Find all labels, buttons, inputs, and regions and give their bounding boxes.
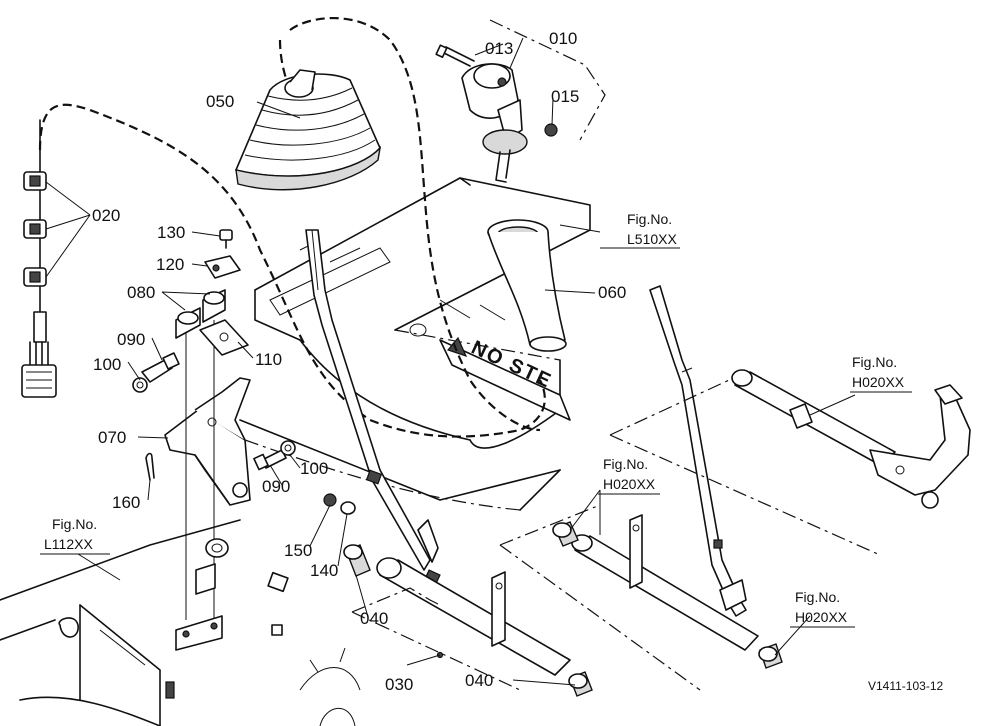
frame-l112 — [0, 519, 289, 726]
nut-100-lower — [280, 440, 296, 456]
label-100-lower: 100 — [300, 459, 328, 478]
harness-connector — [21, 311, 57, 398]
part-labels: 010 013 015 020 030 040 040 050 060 070 … — [92, 29, 626, 694]
label-140: 140 — [310, 561, 338, 580]
bolt-013 — [435, 44, 475, 67]
lever-guide — [487, 219, 567, 352]
mounting-bracket — [164, 377, 251, 506]
fig-ref-h020-top-prefix: Fig.No. — [852, 354, 897, 370]
label-013: 013 — [485, 39, 513, 58]
shift-boot — [235, 69, 382, 191]
fig-ref-h020-bottom-code: H020XX — [795, 609, 848, 625]
fig-ref-l112: Fig.No. L112XX — [40, 516, 110, 555]
gear-hint — [299, 647, 361, 726]
label-090-lower: 090 — [262, 477, 290, 496]
label-070: 070 — [98, 428, 126, 447]
label-060: 060 — [598, 283, 626, 302]
fig-ref-h020-mid: Fig.No. H020XX — [598, 456, 660, 495]
label-040-upper: 040 — [360, 609, 388, 628]
fig-ref-h020-top: Fig.No. H020XX — [850, 354, 912, 393]
label-080: 080 — [127, 283, 155, 302]
label-160: 160 — [112, 493, 140, 512]
shift-knob-assembly — [461, 63, 528, 183]
fig-ref-l112-prefix: Fig.No. — [52, 516, 97, 532]
fig-ref-h020-mid-code: H020XX — [603, 476, 656, 492]
nut-150 — [323, 493, 337, 507]
nut-015 — [544, 123, 558, 137]
bushing-lower — [568, 671, 593, 697]
fig-ref-l510: Fig.No. L510XX — [600, 211, 680, 249]
bushing-upper — [343, 544, 371, 577]
bolt-090-lower — [253, 449, 287, 471]
label-050: 050 — [206, 92, 234, 111]
shift-lever-rod — [305, 229, 441, 587]
harness-clips — [23, 119, 47, 331]
label-150: 150 — [284, 541, 312, 560]
cable-harness-loop — [38, 16, 546, 438]
fig-ref-h020-bottom-prefix: Fig.No. — [795, 589, 840, 605]
diagram-code: V1411-103-12 — [868, 679, 943, 693]
nut-100-upper — [132, 377, 148, 393]
fig-ref-l510-prefix: Fig.No. — [627, 211, 672, 227]
stud-stack — [175, 289, 249, 651]
label-110: 110 — [255, 350, 282, 369]
fig-ref-h020-bottom: Fig.No. H020XX — [790, 589, 855, 628]
pin-160 — [145, 452, 155, 481]
label-120: 120 — [156, 255, 184, 274]
label-130: 130 — [157, 223, 185, 242]
upper-right-assembly — [609, 369, 971, 556]
fig-ref-l112-code: L112XX — [44, 536, 93, 552]
label-090-upper: 090 — [117, 330, 145, 349]
label-020: 020 — [92, 206, 120, 225]
fig-ref-h020-mid-prefix: Fig.No. — [603, 456, 648, 472]
right-lever — [649, 285, 747, 617]
label-100-upper: 100 — [93, 355, 121, 374]
bolt-090-upper — [141, 352, 180, 383]
fig-ref-h020-top-code: H020XX — [852, 374, 905, 390]
bolt-130 — [219, 229, 233, 249]
washer-140 — [340, 501, 356, 515]
fig-ref-l510-code: L510XX — [627, 231, 677, 247]
label-030: 030 — [385, 675, 413, 694]
label-040-lower: 040 — [465, 671, 493, 690]
leader-lines — [45, 19, 856, 691]
cross-shaft — [376, 557, 571, 676]
label-010: 010 — [549, 29, 577, 48]
switch-120 — [204, 255, 241, 279]
label-015: 015 — [551, 87, 579, 106]
